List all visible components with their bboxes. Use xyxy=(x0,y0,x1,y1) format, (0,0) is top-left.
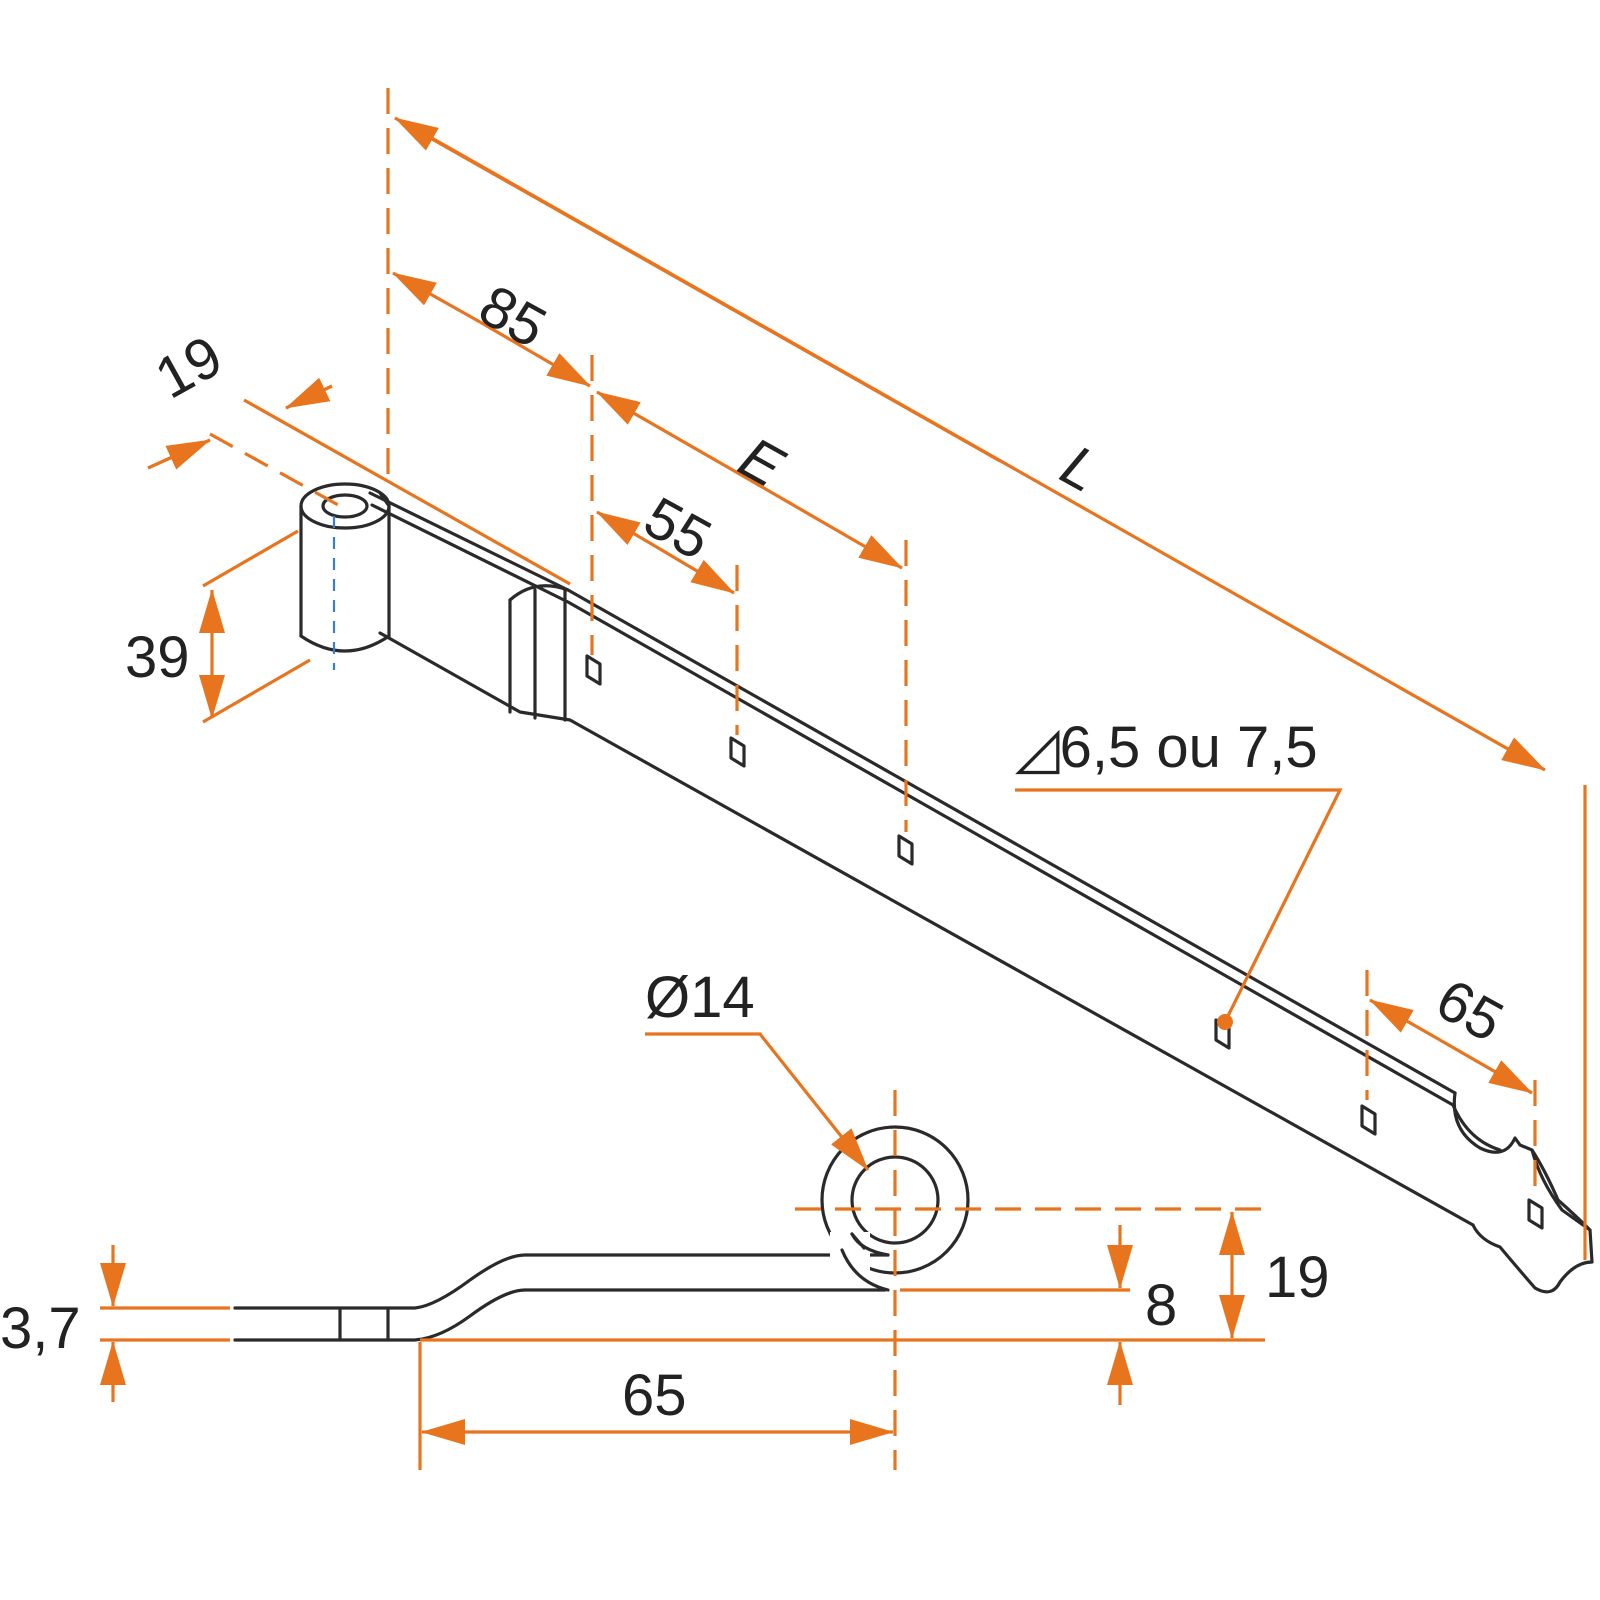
side-profile-bottom xyxy=(233,1288,887,1342)
strap-isometric-view xyxy=(299,482,1594,1294)
label-hole-size: ◿6,5 ou 7,5 xyxy=(1015,715,1318,780)
dimension-labels-side: Ø14 8 19 3,7 65 xyxy=(0,965,1330,1428)
d14-leader xyxy=(645,1032,870,1171)
strap-bottom-edge xyxy=(378,631,1475,1227)
strap-side-view xyxy=(233,1125,970,1342)
label-19-top: 19 xyxy=(145,323,233,411)
strap-joggle-step xyxy=(508,588,567,722)
label-19-side: 19 xyxy=(1265,1245,1330,1310)
screw-hole-2 xyxy=(729,736,746,768)
dim-line-65-right xyxy=(1439,1038,1533,1095)
strap-joggle-face xyxy=(508,584,570,602)
label-l: L xyxy=(1051,433,1111,505)
screw-holes xyxy=(585,654,1544,1230)
side-profile-top xyxy=(233,1253,890,1310)
label-65-right: 65 xyxy=(1426,967,1514,1055)
label-d14: Ø14 xyxy=(645,965,755,1030)
dim-line-55 xyxy=(659,547,735,595)
dim-line-85 xyxy=(479,320,591,388)
label-65-bottom: 65 xyxy=(622,1363,687,1428)
dim-line-e xyxy=(749,478,903,570)
strap-scalloped-end-top xyxy=(1451,1103,1592,1232)
screw-hole-3 xyxy=(897,834,914,866)
dimensions-side xyxy=(100,1032,1270,1470)
label-85: 85 xyxy=(469,273,557,361)
screw-hole-6 xyxy=(1527,1198,1544,1230)
hole-size-leader xyxy=(1015,788,1343,1023)
side-eye-inner xyxy=(850,1155,940,1245)
screw-hole-5 xyxy=(1360,1104,1377,1136)
label-8: 8 xyxy=(1145,1273,1177,1338)
screw-hole-1 xyxy=(585,654,602,686)
label-55: 55 xyxy=(634,485,722,573)
label-3-7: 3,7 xyxy=(0,1296,81,1361)
strap-scalloped-end xyxy=(1452,1091,1594,1294)
label-e: E xyxy=(729,425,795,501)
label-39: 39 xyxy=(125,625,190,690)
strap-top-edge-inner xyxy=(370,503,1455,1107)
strap-eye xyxy=(299,482,391,670)
dimensions-isometric xyxy=(147,88,1587,1260)
dim-line-19-top xyxy=(147,438,211,470)
